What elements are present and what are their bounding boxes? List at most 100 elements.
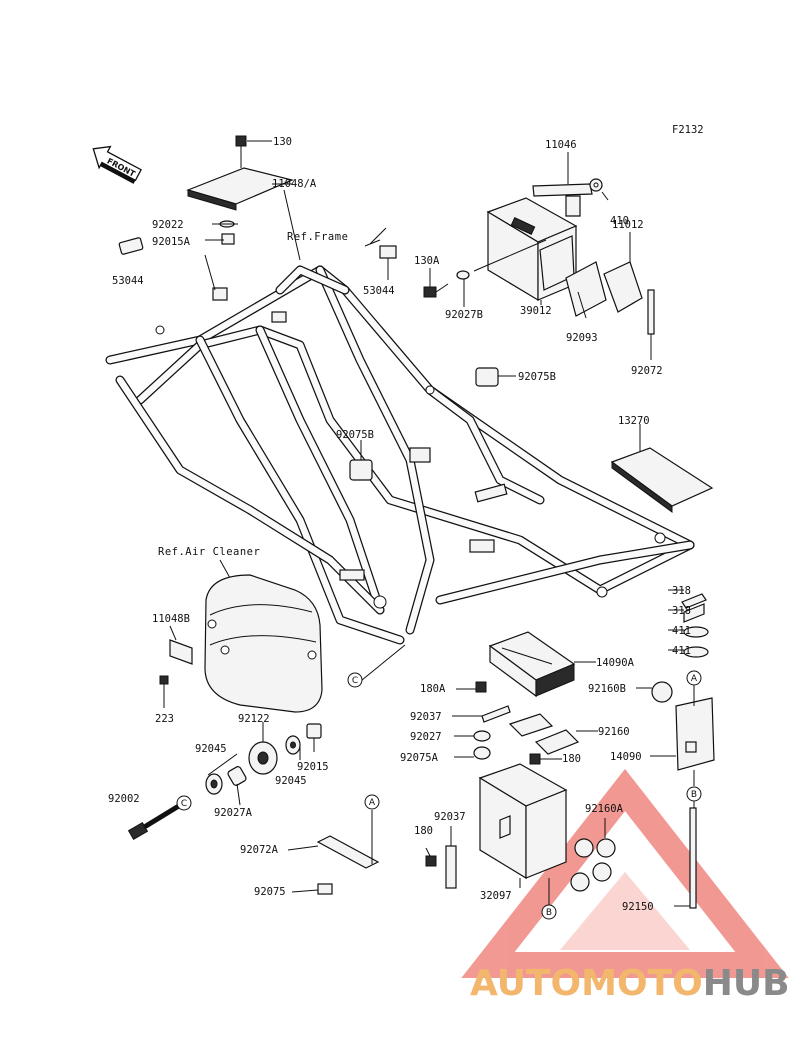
connector-b-case-label: B — [546, 908, 552, 918]
connector-b-rod — [686, 786, 702, 802]
part-label-180-b: 180 — [414, 825, 433, 837]
spacer-92075b-mid-icon — [349, 440, 373, 481]
part-label-92037-b: 92037 — [434, 811, 466, 823]
part-label-92160b: 92160B — [588, 683, 626, 695]
connector-c-frame-label: C — [352, 676, 358, 686]
part-label-53044-right: 53044 — [363, 285, 395, 297]
part-label-14090a: 14090A — [596, 657, 635, 669]
part-label-92027: 92027 — [410, 731, 442, 743]
part-label-92072a: 92072A — [240, 844, 279, 856]
bolt-223-icon — [159, 675, 169, 685]
pad-92160a-3-icon — [570, 872, 590, 892]
holder-14090-icon — [675, 697, 715, 771]
cap-53044-left-icon — [118, 237, 144, 255]
part-label-318-b: 318 — [672, 605, 691, 617]
cover-11012-icon — [603, 261, 643, 313]
watermark-text: AUTOMOTOHUB — [470, 963, 790, 1004]
nut-92015a-icon — [221, 233, 235, 245]
part-label-11046: 11046 — [545, 139, 577, 151]
rod-92150-icon — [689, 807, 697, 909]
bracket-11048b-icon — [169, 625, 193, 665]
strap-92072a-icon — [316, 835, 380, 869]
part-label-53044-left: 53044 — [112, 275, 144, 287]
nut-92015-icon — [306, 723, 322, 739]
part-label-92045-a: 92045 — [195, 743, 227, 755]
connector-b-rod-label: B — [691, 790, 697, 800]
pad-92160-a-icon — [508, 713, 554, 737]
connector-a-holder — [686, 670, 702, 686]
ref-air-cleaner-label: Ref.Air Cleaner — [158, 546, 260, 558]
part-label-92022: 92022 — [152, 219, 184, 231]
washer-92027-icon — [473, 730, 491, 742]
part-label-411-a: 411 — [672, 625, 691, 637]
grommet-92075a-icon — [473, 746, 491, 760]
part-label-92015: 92015 — [297, 761, 329, 773]
part-label-180-a: 180 — [562, 753, 581, 765]
frame-tubes — [105, 265, 695, 645]
strap-92072a-group — [287, 810, 380, 895]
frame-assembly — [105, 265, 695, 645]
part-label-92027a: 92027A — [214, 807, 253, 819]
part-label-318-a: 318 — [672, 585, 691, 597]
bracket-11048a-group — [118, 135, 301, 291]
watermark-moto: MOTO — [581, 963, 703, 1004]
battery-group — [425, 589, 715, 909]
bolt-180-b-icon — [425, 855, 437, 867]
part-label-92002: 92002 — [108, 793, 140, 805]
part-label-92075: 92075 — [254, 886, 286, 898]
part-label-223: 223 — [155, 713, 174, 725]
part-label-92075b-top: 92075B — [518, 371, 556, 383]
part-label-92122: 92122 — [238, 713, 270, 725]
strap-92072-icon — [647, 289, 655, 335]
bolt-180a-icon — [475, 681, 487, 693]
nut-318-b-icon — [683, 603, 705, 623]
pad-92160a-2-icon — [596, 838, 616, 858]
cable-92037-a-icon — [481, 705, 511, 723]
spacer-92075b-top-icon — [475, 367, 516, 387]
part-label-92075a: 92075A — [400, 752, 439, 764]
front-arrow-icon: FRONT — [92, 145, 142, 184]
frame-brackets — [155, 287, 666, 609]
connector-a-strap — [364, 794, 380, 810]
part-label-92015a: 92015A — [152, 236, 191, 248]
engine-mount-group — [127, 722, 322, 841]
part-label-92160: 92160 — [598, 726, 630, 738]
diagram-code: F2132 — [672, 124, 704, 136]
guard-13270-icon — [610, 424, 714, 513]
gasket-92093-icon — [565, 261, 607, 317]
bolt-180-a-icon — [529, 753, 541, 765]
clip-92075-icon — [317, 883, 333, 895]
cable-92037-b-icon — [445, 845, 457, 889]
connector-c-mount-label: C — [181, 799, 187, 809]
pad-92160a-4-icon — [592, 862, 612, 882]
part-label-39012: 39012 — [520, 305, 552, 317]
part-label-14090: 14090 — [610, 751, 642, 763]
washer-92027b-icon — [456, 270, 470, 280]
connector-a-holder-label: A — [691, 674, 698, 684]
part-label-92045-b: 92045 — [275, 775, 307, 787]
part-label-410: 410 — [610, 215, 629, 227]
watermark-text-line: AUTOMOTOHUB — [470, 963, 790, 1004]
part-label-92075b-mid: 92075B — [336, 429, 374, 441]
part-label-130a: 130A — [414, 255, 440, 267]
pad-92160-b-icon — [534, 729, 580, 755]
part-label-92160a: 92160A — [585, 803, 624, 815]
connector-c-mount — [176, 795, 192, 811]
part-label-92093: 92093 — [566, 332, 598, 344]
part-label-92072: 92072 — [631, 365, 663, 377]
part-label-180a: 180A — [420, 683, 446, 695]
bolt-130-icon — [235, 135, 247, 147]
watermark-hub: HUB — [703, 963, 790, 1004]
part-label-92150: 92150 — [622, 901, 654, 913]
electrical-box-group — [423, 152, 655, 360]
washer-411-b-icon — [683, 646, 709, 658]
ref-frame-label: Ref.Frame — [287, 231, 348, 243]
watermark-auto: AUTO — [470, 963, 581, 1004]
part-label-411-b: 411 — [672, 645, 691, 657]
bracket-11046 — [532, 183, 593, 197]
collar-92027a-icon — [227, 766, 247, 786]
connector-a-strap-label: A — [369, 798, 376, 808]
part-label-32097: 32097 — [480, 890, 512, 902]
part-label-13270: 13270 — [618, 415, 650, 427]
